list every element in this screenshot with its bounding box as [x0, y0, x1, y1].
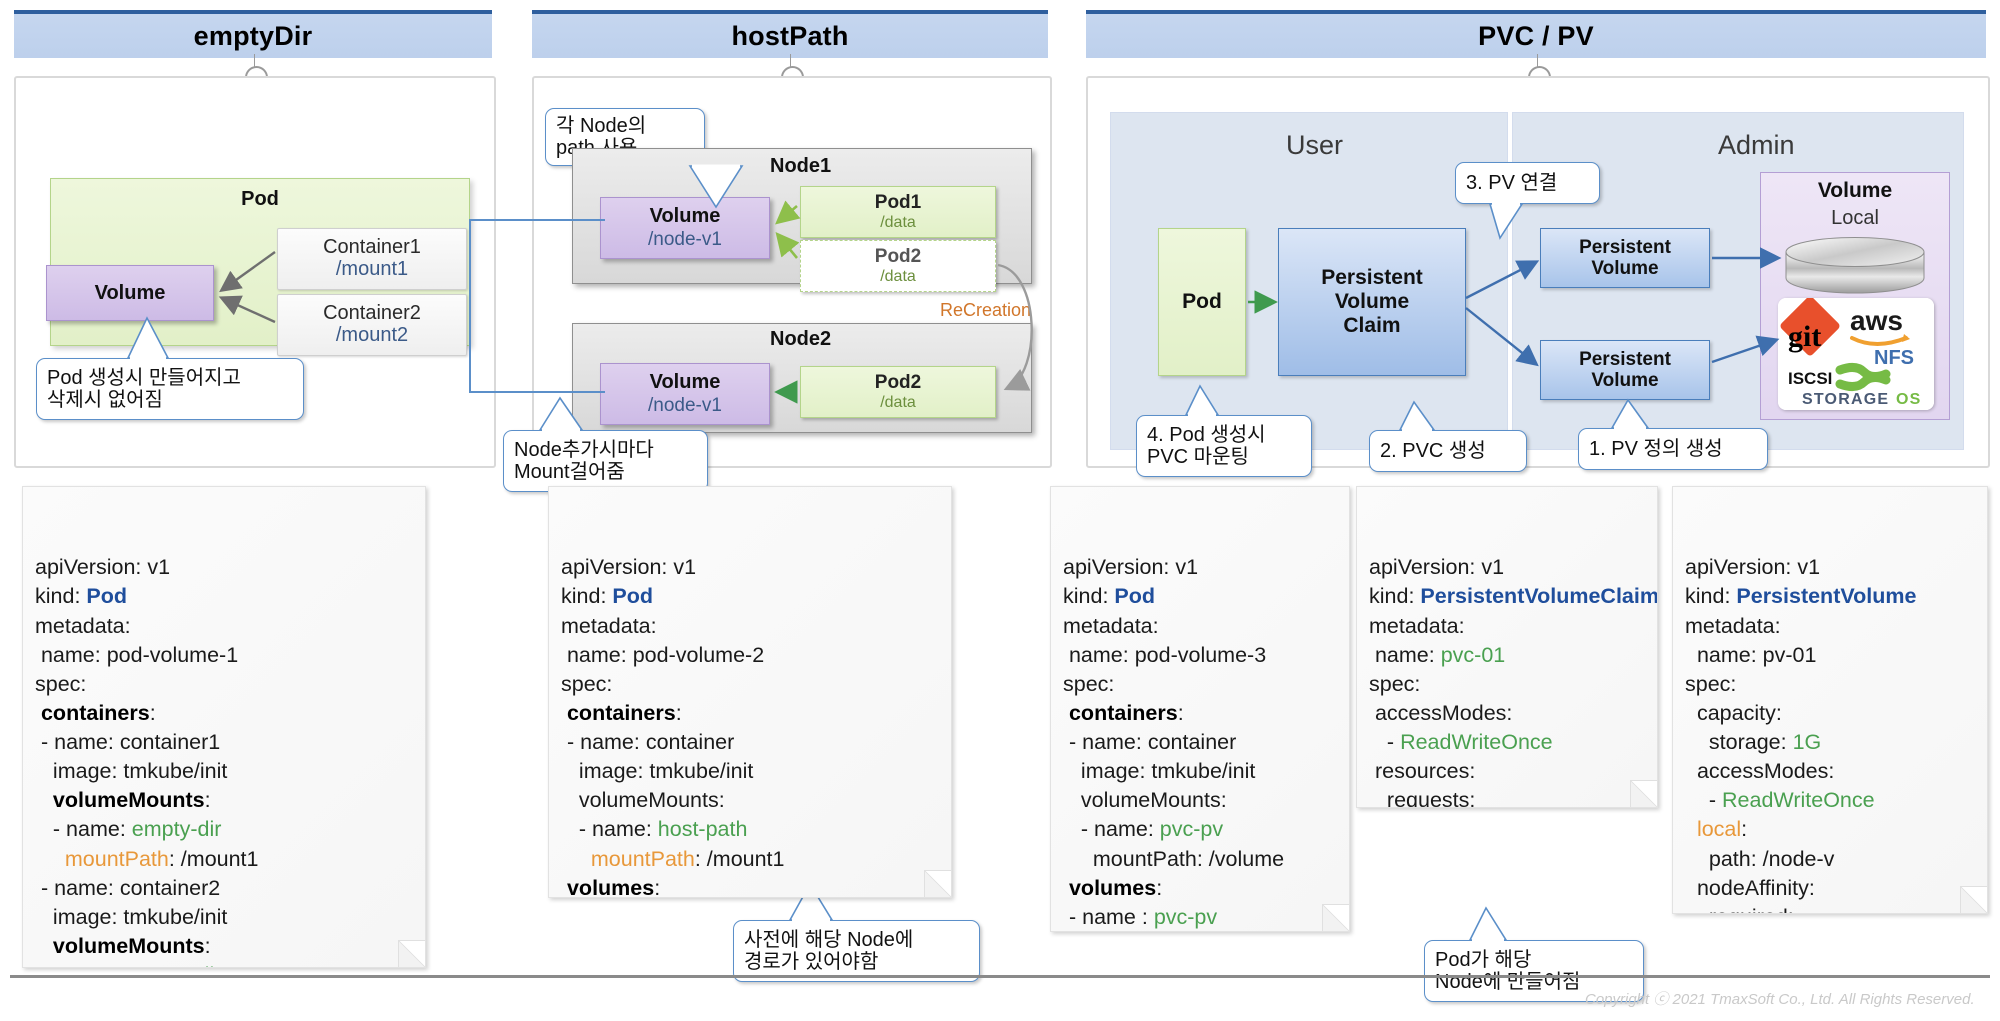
node2-pod-1-name: Pod2 [874, 372, 922, 393]
container-1-mount: /mount1 [335, 258, 409, 280]
node1-title: Node1 [770, 155, 832, 177]
note-corner-fold [1630, 780, 1657, 807]
pvcpv-callout-step3-text: 3. PV 연결 [1466, 171, 1558, 194]
pvcpv-pod-label: Pod [1182, 290, 1222, 313]
container-1-name: Container1 [323, 236, 421, 259]
pv-2-line-1: Persistent [1579, 348, 1671, 370]
panel-header-hostpath: hostPath [532, 10, 1048, 58]
footer-divider [10, 975, 1990, 978]
pvcpv-callout-step2-text: 2. PVC 생성 [1380, 439, 1486, 462]
node1-pod-2-mount: /data [880, 268, 916, 285]
pvcpv-callout-step4-line1: 4. Pod 생성시 [1147, 423, 1266, 446]
copyright-text: Copyright ⓒ 2021 TmaxSoft Co., Ltd. All … [1585, 991, 1975, 1008]
node1-pod-1-mount: /data [880, 214, 916, 231]
node2-volume-box: Volume /node-v1 [600, 363, 770, 425]
pvcpv-callout-step4: 4. Pod 생성시 PVC 마운팅 [1136, 415, 1312, 477]
emptydir-callout-line2: 삭제시 없어짐 [47, 389, 163, 411]
svg-text:git: git [1788, 320, 1821, 353]
pvcpv-callout-step1-text: 1. PV 정의 생성 [1589, 437, 1723, 460]
admin-volume-title: Volume [1817, 179, 1893, 202]
hostpath-callout-left-line1: Node추가시마다 [514, 438, 654, 461]
svg-text:STORAGE: STORAGE [1802, 391, 1889, 408]
emptydir-pod-label: Pod [241, 188, 279, 210]
hostpath-callout-top-line1: 각 Node의 [556, 114, 647, 137]
svg-text:OS: OS [1896, 391, 1922, 408]
hostpath-callout-left-line2: Mount걸어줌 [514, 461, 625, 483]
container-2-mount: /mount2 [335, 324, 409, 346]
emptydir-container-2: Container2 /mount2 [277, 294, 467, 356]
pvcpv-pod-box: Pod [1158, 228, 1246, 376]
container-2-name: Container2 [323, 302, 421, 325]
node2-pod-1-mount: /data [880, 394, 916, 411]
persistent-volume-box-2: Persistent Volume [1540, 340, 1710, 400]
pv-2-line-2: Volume [1591, 370, 1659, 391]
emptydir-volume-box: Volume [46, 265, 214, 321]
git-icon: git [1780, 298, 1840, 356]
pvcpv-callout-step2: 2. PVC 생성 [1369, 430, 1527, 472]
pv-1-line-1: Persistent [1579, 236, 1671, 258]
pv-1-line-2: Volume [1591, 258, 1659, 279]
admin-volume-subtitle: Local [1831, 207, 1879, 229]
pvc-line-2: Volume [1334, 289, 1410, 313]
pvc-line-1: Persistent [1321, 265, 1423, 289]
node2-pod-1: Pod2 /data [800, 366, 996, 418]
emptydir-volume-label: Volume [94, 281, 166, 304]
persistent-volume-box-1: Persistent Volume [1540, 228, 1710, 288]
zone-user-label: User [1286, 130, 1344, 160]
panel-header-pvcpv: PVC / PV [1086, 10, 1986, 58]
node1-pod-1-name: Pod1 [874, 192, 922, 213]
emptydir-callout: Pod 생성시 만들어지고 삭제시 없어짐 [36, 358, 304, 420]
hostpath-callout-bottom: 사전에 해당 Node에 경로가 있어야함 [733, 920, 980, 982]
node2-volume-path: /node-v1 [648, 395, 722, 416]
pvc-line-3: Claim [1343, 314, 1401, 338]
pvcpv-callout-podnode: Pod가 해당 Node에 만들어짐 [1424, 940, 1644, 1002]
hostpath-callout-left: Node추가시마다 Mount걸어줌 [503, 430, 708, 492]
pvcpv-callout-step1: 1. PV 정의 생성 [1578, 428, 1768, 470]
hostpath-callout-bottom-line2: 경로가 있어야함 [744, 951, 879, 973]
hostpath-callout-bottom-line1: 사전에 해당 Node에 [744, 928, 914, 951]
panel-title-hostpath: hostPath [731, 20, 849, 51]
node1-pod-1: Pod1 /data [800, 186, 996, 238]
nfs-icon: NFS [1874, 347, 1914, 369]
node1-volume-box: Volume /node-v1 [600, 197, 770, 259]
panel-title-pvcpv: PVC / PV [1478, 20, 1594, 51]
pvcpv-callout-step4-line2: PVC 마운팅 [1147, 446, 1249, 468]
aws-icon: aws [1850, 305, 1910, 346]
zone-admin-label: Admin [1718, 130, 1795, 160]
panel-header-emptydir: emptyDir [14, 10, 492, 58]
node2-title: Node2 [770, 328, 832, 350]
emptydir-container-1: Container1 /mount1 [277, 228, 467, 290]
emptydir-callout-line1: Pod 생성시 만들어지고 [47, 366, 241, 389]
note-corner-fold [924, 870, 951, 897]
node1-pod-2-name: Pod2 [874, 246, 922, 267]
note-corner-fold [398, 940, 425, 967]
storageos-icon: STORAGE OS [1802, 362, 1922, 408]
node1-volume-label: Volume [649, 205, 721, 227]
svg-text:aws: aws [1850, 305, 1903, 336]
storage-providers-logo-box: git aws NFS ISCSI STORAGE OS [1778, 298, 1934, 410]
node1-volume-path: /node-v1 [648, 229, 722, 250]
note-corner-fold [1322, 904, 1349, 931]
node2-volume-label: Volume [649, 371, 721, 393]
persistent-volume-claim-box: Persistent Volume Claim [1278, 228, 1466, 376]
recreation-label: ReCreation [940, 300, 1032, 320]
database-cylinder-icon [1785, 237, 1925, 294]
iscsi-icon: ISCSI [1788, 369, 1832, 388]
note-corner-fold [1960, 886, 1987, 913]
panel-title-emptydir: emptyDir [193, 20, 313, 51]
node1-pod-2: Pod2 /data [800, 240, 996, 292]
pvcpv-callout-podnode-line1: Pod가 해당 [1435, 948, 1532, 971]
pvcpv-callout-step3: 3. PV 연결 [1455, 162, 1600, 204]
